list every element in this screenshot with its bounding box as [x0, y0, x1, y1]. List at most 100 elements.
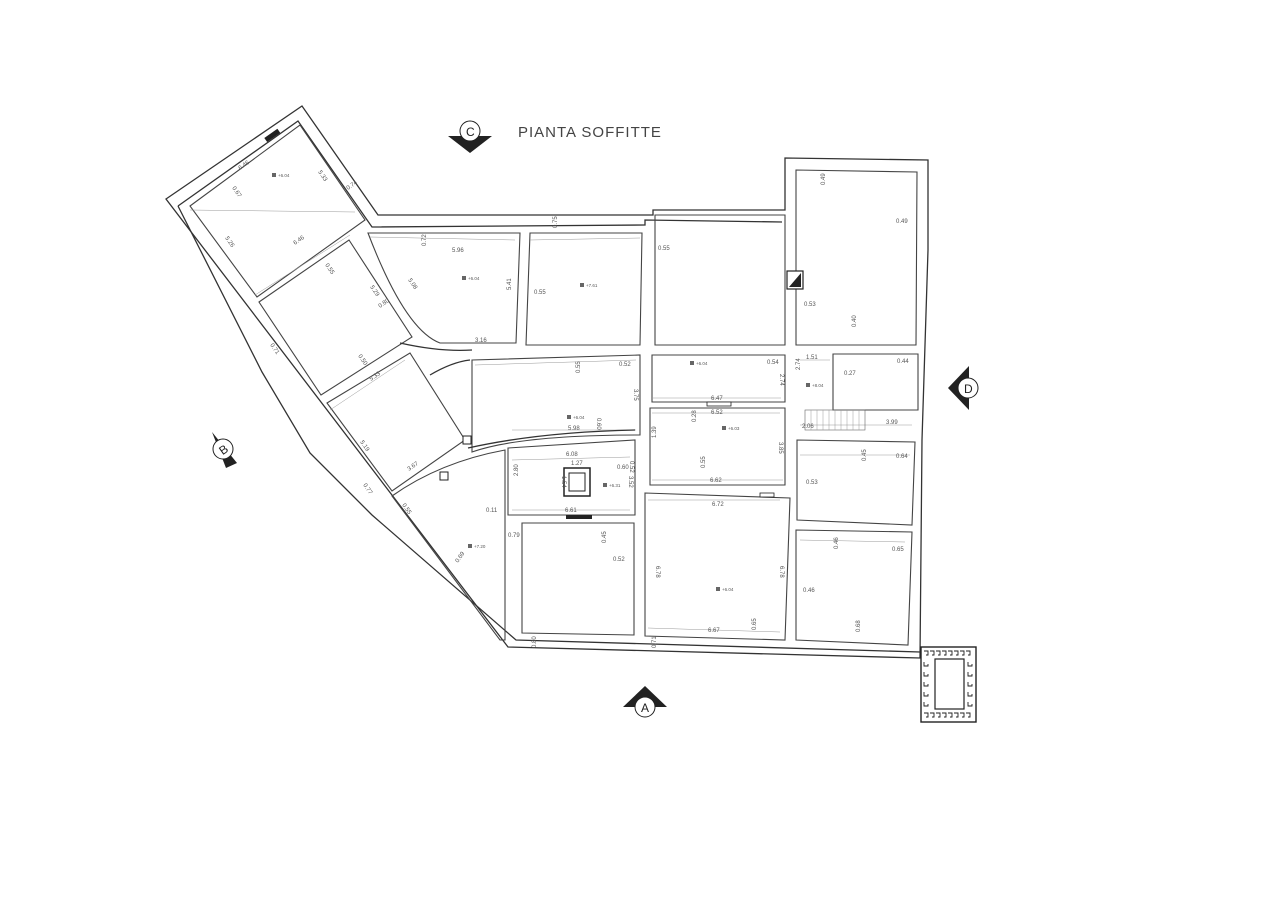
dimension-label: 5.19: [358, 440, 370, 454]
dimension-label: 5.08: [406, 278, 418, 292]
section-marker-b: B: [212, 432, 237, 468]
dimension-label: 0.45: [862, 449, 868, 461]
internal-lines: [189, 209, 912, 633]
dimension-label: 2.06: [802, 424, 814, 430]
section-a-label: A: [641, 701, 649, 715]
svg-text:+6.03: +6.03: [728, 426, 740, 431]
level-markers: +6.04 +6.04 +7.61 +6.04 +6.04 +6.03 +6.3…: [272, 173, 824, 592]
svg-text:+7.20: +7.20: [474, 544, 486, 549]
room-e-small: [832, 353, 919, 411]
dimension-label: 0.54: [767, 360, 779, 366]
level-marker: +6.04: [716, 587, 734, 592]
room-s-center: [644, 492, 791, 641]
dimension-label: 1.51: [806, 355, 818, 361]
dimension-label: 0.55: [701, 456, 707, 468]
dimension-label: 6.46: [293, 235, 307, 247]
room-center-band-2: [649, 407, 786, 486]
stair: [804, 409, 866, 431]
room-north-1: [367, 232, 521, 344]
room-shaft: [507, 439, 636, 516]
dimension-labels: 6.46 0.67 5.33 0.74 5.26 6.46 0.55 5.29 …: [223, 160, 909, 648]
dimension-label: 0.67: [230, 186, 242, 200]
dimension-label: 0.28: [692, 410, 698, 422]
dimension-label: 6.62: [710, 478, 722, 484]
dimension-label: 5.96: [452, 248, 464, 254]
dimension-label: 6.61: [565, 508, 577, 514]
room-w-lower: [326, 352, 466, 492]
svg-text:+8.04: +8.04: [812, 383, 824, 388]
dimension-label: 0.53: [806, 480, 818, 486]
room-north-3: [654, 214, 786, 346]
greek-key-ornament: [920, 646, 977, 723]
dimension-label: 0.40: [852, 315, 858, 327]
dimension-label: 2.74: [778, 374, 784, 386]
section-marker-a: A: [623, 686, 667, 718]
dimension-label: 5.33: [369, 371, 383, 383]
svg-text:+7.61: +7.61: [586, 283, 598, 288]
room-e-mid: [796, 439, 916, 526]
dimension-label: 0.69: [455, 551, 467, 565]
dimension-label: 0.49: [896, 219, 908, 225]
dimension-label: 6.52: [711, 410, 723, 416]
svg-text:+6.04: +6.04: [468, 276, 480, 281]
dimension-label: 5.33: [316, 170, 328, 184]
dimension-label: 0.72: [422, 234, 428, 246]
dimension-label: 6.47: [711, 396, 723, 402]
dimension-label: 0.53: [804, 302, 816, 308]
dimension-label: 6.46: [238, 160, 252, 172]
dimension-label: 0.77: [361, 483, 373, 497]
level-marker: +8.04: [806, 383, 824, 388]
dimension-label: 0.52: [619, 362, 631, 368]
dimension-label: 5.29: [368, 285, 380, 299]
room-w-upper: [258, 239, 413, 396]
dimension-label: 3.75: [632, 389, 638, 401]
plan-title: PIANTA SOFFITTE: [518, 124, 662, 141]
outer-walls: [165, 105, 929, 659]
dimension-label: 0.75: [553, 216, 559, 228]
section-c-label: C: [466, 125, 475, 139]
dimension-label: 2.80: [514, 464, 520, 476]
section-d-label: D: [964, 382, 973, 396]
dimension-label: 1.27: [571, 461, 583, 467]
dimension-label: 5.98: [568, 426, 580, 432]
dimension-label: 0.50: [356, 354, 368, 368]
room-south-corridor: [391, 449, 506, 641]
dimension-label: 0.71: [652, 636, 658, 648]
dimension-label: 0.60: [595, 418, 601, 430]
level-marker: +6.04: [567, 415, 585, 420]
room-center-band-1: [651, 354, 786, 403]
room-center-north: [471, 354, 641, 453]
dimension-label: 0.55: [323, 263, 335, 277]
dimension-label: 0.55: [534, 290, 546, 296]
dimension-label: 0.55: [576, 361, 582, 373]
level-marker: +6.04: [462, 276, 480, 281]
svg-text:+6.04: +6.04: [722, 587, 734, 592]
dimension-label: 0.64: [896, 454, 908, 460]
dimension-label: 0.27: [844, 371, 856, 377]
svg-text:+6.31: +6.31: [609, 483, 621, 488]
svg-text:+6.04: +6.04: [278, 173, 290, 178]
dimension-label: 5.41: [507, 278, 513, 290]
dimension-label: 0.45: [602, 531, 608, 543]
section-marker-c: C: [448, 120, 492, 153]
dimension-label: 6.08: [566, 452, 578, 458]
dimension-label: 0.68: [856, 620, 862, 632]
room-se: [795, 529, 913, 646]
dimension-label: 3.16: [475, 338, 487, 344]
dimension-label: 1.39: [652, 426, 658, 438]
dimension-label: 0.60: [617, 465, 629, 471]
section-marker-d: D: [948, 366, 979, 410]
dimension-label: 5.26: [223, 236, 235, 250]
dimension-label: 0.46: [803, 588, 815, 594]
dimension-label: 6.78: [778, 566, 784, 578]
dimension-label: 6.72: [712, 502, 724, 508]
dimension-label: 6.78: [654, 566, 660, 578]
dimension-label: 3.99: [886, 420, 898, 426]
dimension-label: 0.79: [508, 533, 520, 539]
dimension-label: 0.55: [400, 503, 412, 517]
dimension-label: 0.80: [532, 636, 538, 648]
svg-text:+6.04: +6.04: [696, 361, 708, 366]
level-marker: +6.04: [690, 361, 708, 366]
dimension-label: 3.85: [777, 442, 783, 454]
